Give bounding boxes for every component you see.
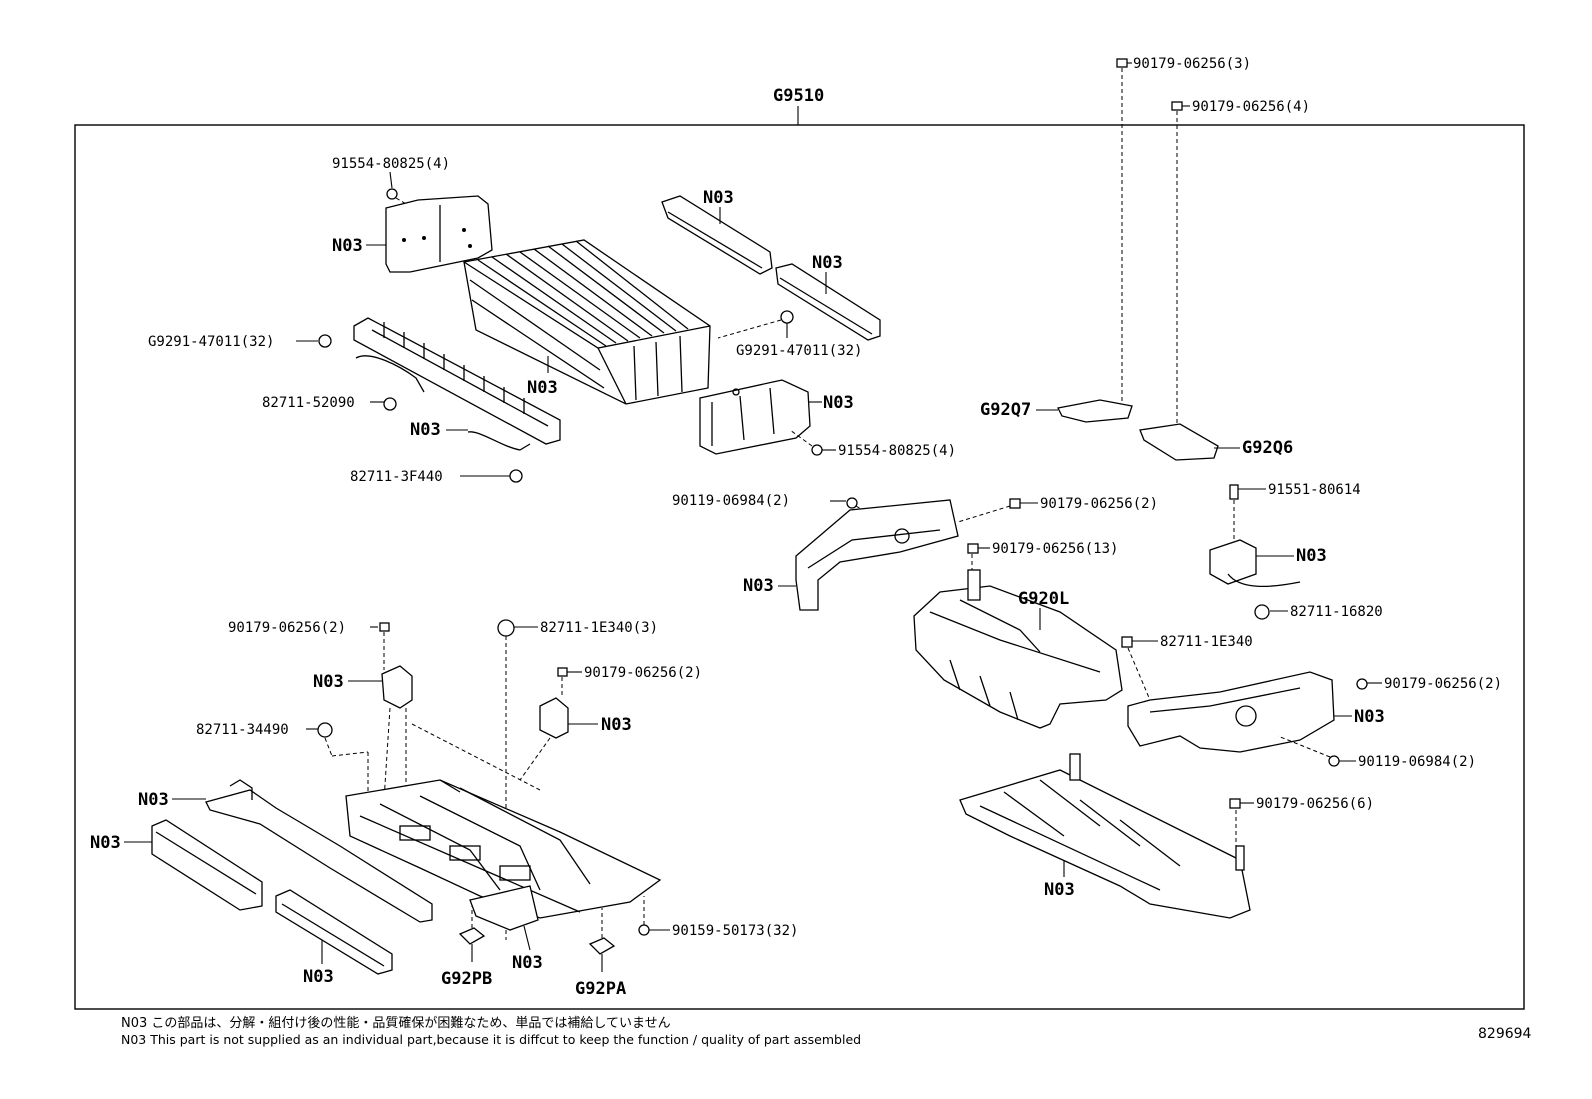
label-90179-06256-4: 90179-06256(4) xyxy=(1192,99,1310,115)
label-n03-g: N03 xyxy=(743,576,774,596)
label-90119-06984-a: 90119-06984(2) xyxy=(672,493,790,509)
label-90159-50173-32: 90159-50173(32) xyxy=(672,923,798,939)
label-g920l: G920L xyxy=(1018,589,1069,609)
nut-icon xyxy=(1356,678,1368,690)
label-82711-34490: 82711-34490 xyxy=(196,722,289,738)
note-japanese: N03 この部品は、分解・組付け後の性能・品質確保が困難なため、単品では補給して… xyxy=(121,1016,671,1031)
label-n03-k: N03 xyxy=(138,790,169,810)
bolt-icon xyxy=(638,924,650,936)
label-n03-i: N03 xyxy=(313,672,344,692)
mount-bracket-left xyxy=(381,665,413,709)
bolt-icon xyxy=(1328,755,1340,767)
label-90119-06984-b: 90119-06984(2) xyxy=(1358,754,1476,770)
label-g92q7: G92Q7 xyxy=(980,400,1031,420)
nut-icon xyxy=(1116,58,1128,68)
bracket-g92q7 xyxy=(1057,399,1133,423)
label-82711-52090: 82711-52090 xyxy=(262,395,355,411)
label-91551-80614: 91551-80614 xyxy=(1268,482,1361,498)
assembly-label: G9510 xyxy=(773,86,824,106)
bolt-icon xyxy=(846,497,858,509)
bolt-icon xyxy=(811,444,823,456)
label-g92pb: G92PB xyxy=(441,969,492,989)
label-82711-3f440: 82711-3F440 xyxy=(350,469,443,485)
note-english: N03 This part is not supplied as an indi… xyxy=(121,1032,862,1047)
tray-bracket xyxy=(469,885,539,931)
label-90179-06256-2d: 90179-06256(2) xyxy=(584,665,702,681)
label-90179-06256-13: 90179-06256(13) xyxy=(992,541,1118,557)
label-82711-16820: 82711-16820 xyxy=(1290,604,1383,620)
upper-bracket-2 xyxy=(775,263,881,341)
nut-icon xyxy=(557,667,568,677)
label-90179-06256-6: 90179-06256(6) xyxy=(1256,796,1374,812)
nut-icon xyxy=(1229,798,1241,809)
clamp-icon xyxy=(317,722,333,738)
label-g92pa: G92PA xyxy=(575,979,626,999)
bolt-icon xyxy=(1229,484,1239,500)
label-90179-06256-2b: 90179-06256(2) xyxy=(1384,676,1502,692)
battery-cells xyxy=(469,240,689,401)
nut-icon xyxy=(1171,101,1183,111)
label-90179-06256-2c: 90179-06256(2) xyxy=(228,620,346,636)
label-n03-a: N03 xyxy=(332,236,363,256)
label-n03-m: N03 xyxy=(1044,880,1075,900)
mount-g92pb xyxy=(458,927,486,945)
grommet-icon xyxy=(497,619,515,637)
label-n03-n: N03 xyxy=(90,833,121,853)
end-plate xyxy=(385,195,493,273)
bolt-icon xyxy=(386,188,398,200)
label-82711-1e340-3: 82711-1E340(3) xyxy=(540,620,658,636)
left-side-member xyxy=(795,499,959,611)
label-n03-o: N03 xyxy=(303,967,334,987)
label-82711-1e340: 82711-1E340 xyxy=(1160,634,1253,650)
lower-left-bracket xyxy=(151,819,263,911)
clamp-icon xyxy=(1254,604,1270,620)
label-n03-b: N03 xyxy=(703,188,734,208)
label-n03-l: N03 xyxy=(1354,707,1385,727)
label-n03-f: N03 xyxy=(823,393,854,413)
nut-icon xyxy=(1009,498,1021,509)
floor-tray xyxy=(345,779,662,919)
clip-icon xyxy=(1121,636,1133,648)
long-rail xyxy=(205,789,433,923)
nut-icon xyxy=(379,622,390,632)
bus-bar-module xyxy=(353,317,561,445)
nut-icon xyxy=(318,334,332,348)
label-90179-06256-2a: 90179-06256(2) xyxy=(1040,496,1158,512)
label-g9291-47011-a: G9291-47011(32) xyxy=(148,334,274,350)
upper-bracket-1 xyxy=(661,195,773,275)
lower-center-bracket xyxy=(275,889,393,975)
label-g9291-47011-b: G9291-47011(32) xyxy=(736,343,862,359)
nut-icon xyxy=(967,543,979,554)
label-n03-d: N03 xyxy=(527,378,558,398)
assembly-frame xyxy=(74,124,1525,1010)
label-91554-80825-b: 91554-80825(4) xyxy=(838,443,956,459)
right-end-plate xyxy=(699,379,811,455)
mount-bracket-right xyxy=(539,697,569,739)
label-91554-80825-a: 91554-80825(4) xyxy=(332,156,450,172)
label-n03-p: N03 xyxy=(512,953,543,973)
nut-icon xyxy=(780,310,794,324)
battery-module-stack xyxy=(463,239,711,405)
frame-g920l xyxy=(913,585,1123,729)
mount-g92pa xyxy=(588,937,616,955)
bottom-right-cover xyxy=(959,769,1251,919)
label-n03-j: N03 xyxy=(601,715,632,735)
label-90179-06256-3: 90179-06256(3) xyxy=(1133,56,1251,72)
right-side-member xyxy=(1127,671,1335,753)
clamp-icon xyxy=(509,469,523,483)
illustration-number: 829694 xyxy=(1478,1026,1532,1042)
label-n03-h: N03 xyxy=(1296,546,1327,566)
junction-block xyxy=(1209,539,1257,585)
label-g92q6: G92Q6 xyxy=(1242,438,1293,458)
label-n03-c: N03 xyxy=(812,253,843,273)
clamp-icon xyxy=(383,397,397,411)
label-n03-e: N03 xyxy=(410,420,441,440)
bracket-g92q6 xyxy=(1139,423,1219,461)
